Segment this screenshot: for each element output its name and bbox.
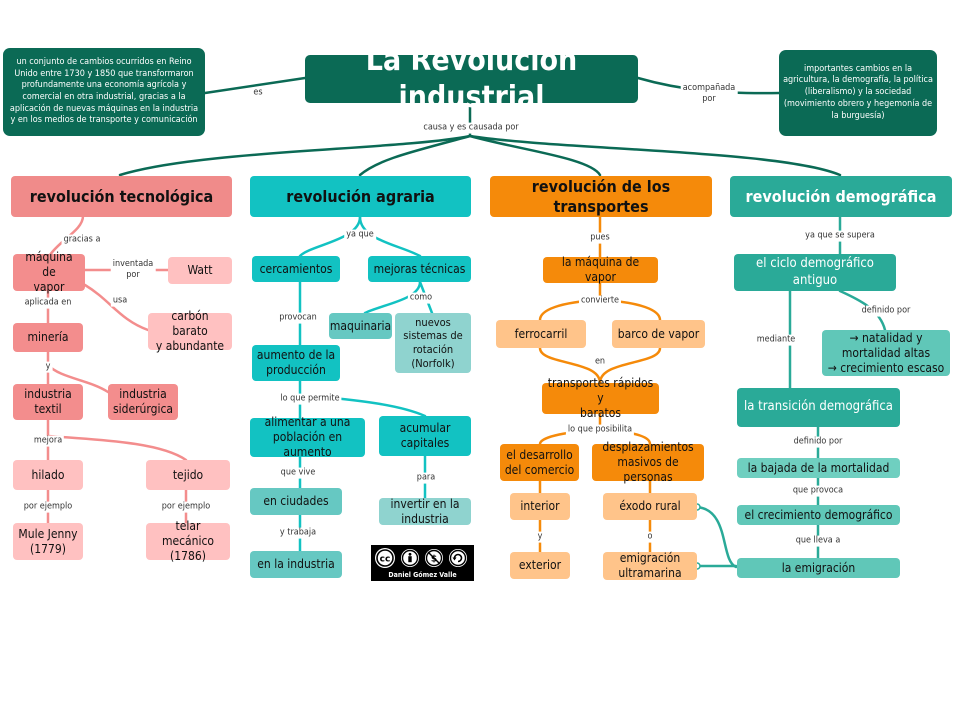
node-barco-vapor: barco de vapor bbox=[612, 320, 705, 348]
node-interior: interior bbox=[510, 493, 570, 520]
node-carbon: carbón barato y abundante bbox=[148, 309, 232, 353]
link-label-convierte: convierte bbox=[578, 295, 622, 307]
node-cercamientos: cercamientos bbox=[252, 256, 340, 282]
node-en-industria: en la industria bbox=[250, 551, 342, 578]
link-label-trabaja: y trabaja bbox=[277, 527, 319, 539]
node-industria-textil: industria textil bbox=[13, 384, 83, 420]
link-label-pues: pues bbox=[588, 232, 612, 244]
link-label-inventada: inventada por bbox=[110, 259, 156, 281]
link-label-mejora: mejora bbox=[31, 435, 65, 447]
link-label-mediante: mediante bbox=[754, 334, 798, 346]
link-label-ya-que: ya que bbox=[344, 229, 376, 241]
node-transportes-rapidos: transportes rápidos y baratos bbox=[542, 376, 659, 420]
link-label-provoca: que provoca bbox=[790, 485, 846, 497]
node-exterior: exterior bbox=[510, 552, 570, 579]
node-sistemas-rotacion: nuevos sistemas de rotación (Norfolk) bbox=[395, 313, 471, 373]
node-maquinaria: maquinaria bbox=[329, 313, 392, 339]
node-acumular: acumular capitales bbox=[379, 416, 471, 456]
link-label-causa: causa y es causada por bbox=[421, 122, 521, 134]
link-label-gracias: gracias a bbox=[61, 234, 103, 246]
creative-commons-icon: cc bbox=[375, 548, 395, 568]
link-label-supera: ya que se supera bbox=[803, 230, 877, 242]
link-label-aplicada: aplicada en bbox=[22, 297, 74, 309]
node-desarrollo-comercio: el desarrollo del comercio bbox=[500, 444, 579, 481]
license-icons: cc $ bbox=[375, 548, 467, 568]
header-transportes: revolución de los transportes bbox=[490, 176, 712, 217]
node-desplazamientos: desplazamientos masivos de personas bbox=[592, 440, 704, 484]
svg-text:$: $ bbox=[431, 555, 437, 565]
node-emigracion-ultramarina: emigración ultramarina bbox=[603, 551, 697, 580]
link-label-y-2: y bbox=[535, 531, 545, 543]
link-label-es: es bbox=[251, 87, 265, 99]
node-crecimiento-demografico: el crecimiento demográfico bbox=[737, 505, 900, 525]
node-maquina-vapor: máquina de vapor bbox=[13, 250, 85, 294]
node-watt: Watt bbox=[168, 257, 232, 284]
link-label-ejemplo-2: por ejemplo bbox=[159, 501, 213, 513]
node-mejoras-tecnicas: mejoras técnicas bbox=[368, 256, 471, 282]
node-transicion: la transición demográfica bbox=[737, 388, 900, 427]
node-ciudades: en ciudades bbox=[250, 488, 342, 515]
node-ferrocarril: ferrocarril bbox=[496, 320, 586, 348]
link-label-ejemplo-1: por ejemplo bbox=[21, 501, 75, 513]
node-alimentar: alimentar a una población en aumento bbox=[250, 415, 365, 459]
license-owner: Daniel Gómez Valle bbox=[388, 571, 457, 579]
node-telar: telar mecánico (1786) bbox=[146, 519, 230, 563]
node-exodo-rural: éxodo rural bbox=[603, 493, 697, 520]
node-aumento-produccion: aumento de la producción bbox=[252, 345, 340, 381]
link-label-y: y bbox=[43, 361, 53, 373]
link-label-como: como bbox=[407, 292, 435, 304]
node-tejido: tejido bbox=[146, 460, 230, 490]
header-demografica: revolución demográfica bbox=[730, 176, 952, 217]
link-label-usa: usa bbox=[110, 295, 130, 307]
node-maquina-vapor-transporte: la máquina de vapor bbox=[543, 255, 658, 284]
node-industria-siderurgica: industria siderúrgica bbox=[108, 384, 178, 420]
link-label-posibilita: lo que posibilita bbox=[565, 424, 635, 436]
link-label-acompanada: acompañada por bbox=[680, 83, 738, 105]
link-label-o: o bbox=[645, 531, 655, 543]
link-label-vive: que vive bbox=[278, 467, 318, 479]
node-bajada-mortalidad: la bajada de la mortalidad bbox=[737, 458, 900, 478]
link-label-definido-1: definido por bbox=[859, 305, 913, 317]
node-natalidad-mortalidad: → natalidad y mortalidad altas → crecimi… bbox=[822, 330, 950, 376]
link-label-definido-2: definido por bbox=[791, 436, 845, 448]
accompanied-box: importantes cambios en la agricultura, l… bbox=[779, 50, 937, 136]
link-label-para: para bbox=[414, 472, 438, 484]
definition-box: un conjunto de cambios ocurridos en Rein… bbox=[3, 48, 205, 136]
share-alike-icon bbox=[449, 549, 467, 567]
link-label-en: en bbox=[592, 356, 608, 368]
license-badge: cc $ Daniel Gómez Valle bbox=[371, 545, 474, 581]
link-label-permite: lo que permite bbox=[278, 393, 342, 405]
node-ciclo-antiguo: el ciclo demográfico antiguo bbox=[734, 254, 896, 291]
node-emigracion: la emigración bbox=[737, 558, 900, 578]
link-label-provocan: provocan bbox=[277, 312, 319, 324]
header-tecnologica: revolución tecnológica bbox=[11, 176, 232, 217]
node-hilado: hilado bbox=[13, 460, 83, 490]
page-title: La Revolución industrial bbox=[305, 43, 638, 115]
node-invertir: invertir en la industria bbox=[379, 497, 471, 526]
node-mineria: minería bbox=[13, 323, 83, 352]
noncommercial-icon: $ bbox=[425, 549, 443, 567]
svg-text:cc: cc bbox=[380, 555, 391, 565]
attribution-icon bbox=[401, 549, 419, 567]
node-mule-jenny: Mule Jenny (1779) bbox=[13, 523, 83, 560]
header-agraria: revolución agraria bbox=[250, 176, 471, 217]
link-label-lleva: que lleva a bbox=[793, 535, 843, 547]
